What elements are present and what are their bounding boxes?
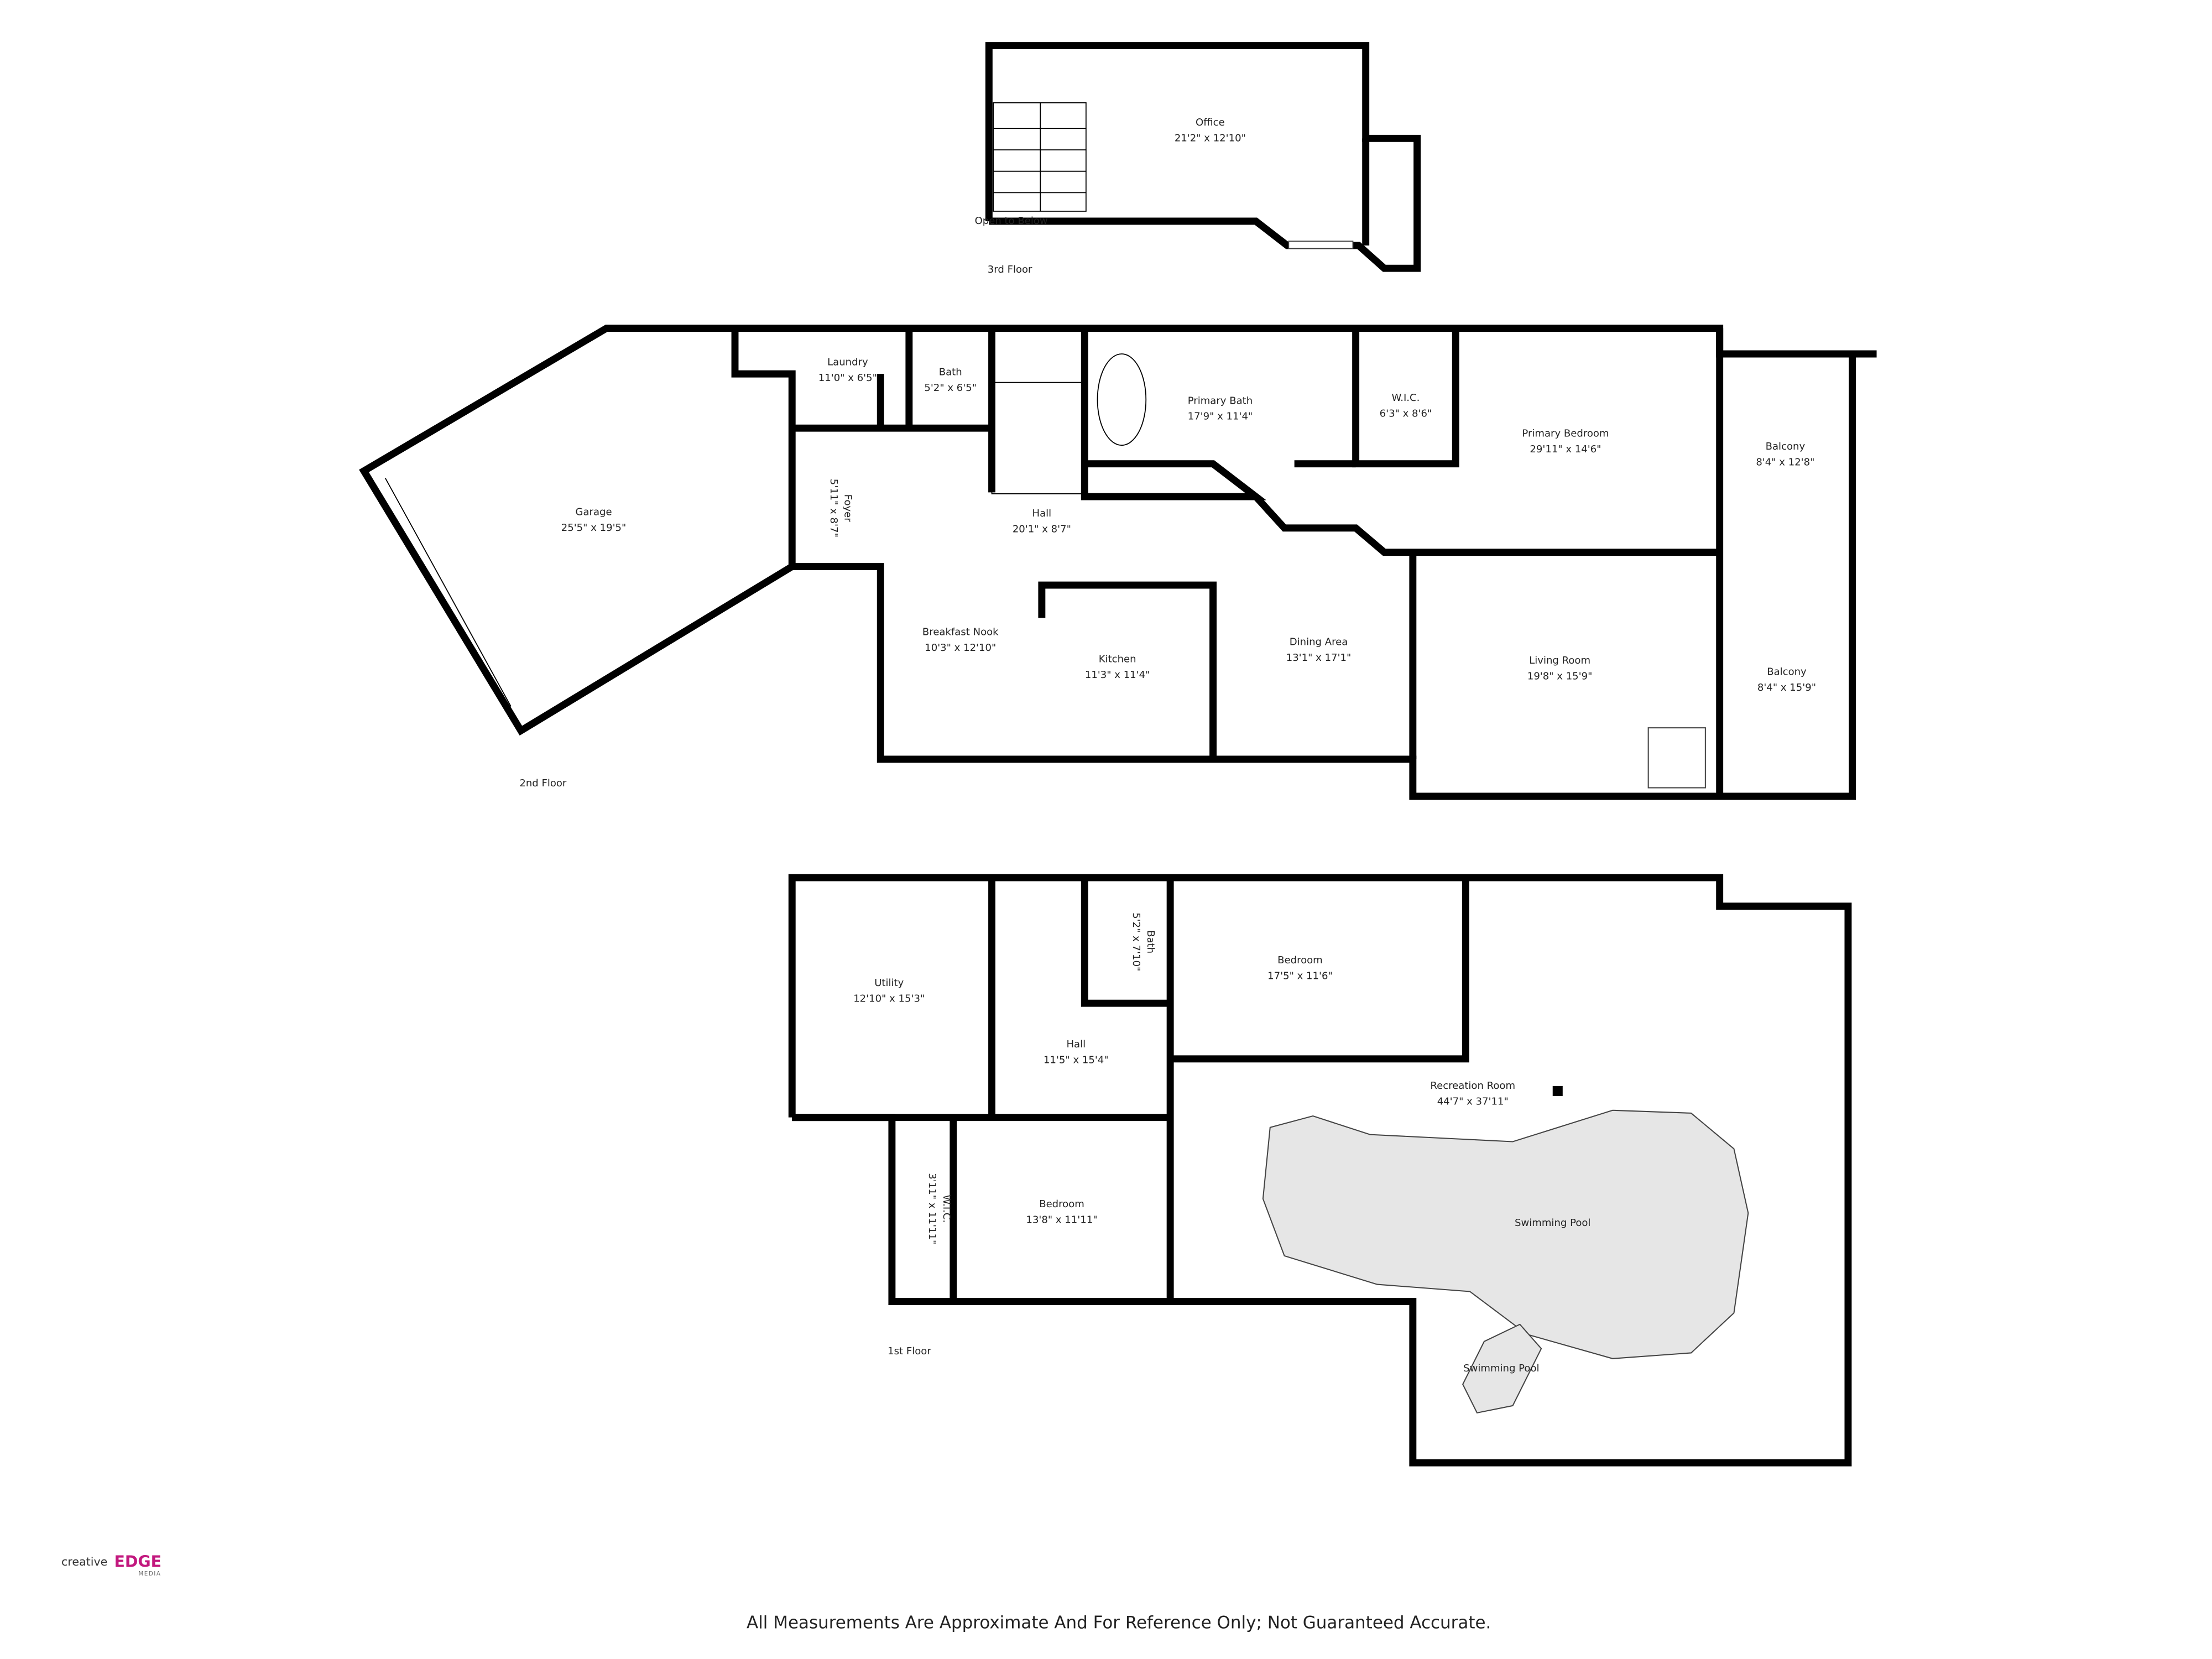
room-dims-living-room: 19'8" x 15'9" [1527,670,1593,682]
room-name-living-room: Living Room [1529,655,1590,666]
room-name-swimming-pool-2: Swimming Pool [1463,1363,1539,1374]
creative-edge-logo: creative EDGE MEDIA [61,1553,161,1577]
room-dims-utility: 12'10" x 15'3" [853,993,925,1005]
room-name-office: Office [1196,117,1225,128]
room-dims-balcony-2: 8'4" x 15'9" [1757,682,1816,693]
room-name-balcony-2: Balcony [1767,666,1807,678]
floor-label-1st: 1st Floor [888,1345,931,1357]
logo-word-edge: EDGE [114,1553,161,1571]
room-name-utility: Utility [874,977,904,989]
room-dims-laundry: 11'0" x 6'5" [818,372,877,384]
floor-label-3rd: 3rd Floor [988,264,1032,275]
first-floor: Utility 12'10" x 15'3" Hall 11'5" x 15'4… [788,874,1852,1467]
room-name-bath-2: Bath [939,367,962,378]
room-name-laundry: Laundry [827,357,868,368]
room-name-bedroom-1: Bedroom [1277,954,1323,966]
floor-label-2nd: 2nd Floor [519,778,567,789]
room-dims-wic-1: 3'11" x 11'11" [926,1173,938,1244]
room-dims-balcony-1: 8'4" x 12'8" [1756,456,1814,468]
room-name-kitchen: Kitchen [1099,653,1136,665]
room-name-hall-2: Hall [1032,508,1052,519]
open-to-below-label: Open to Below [975,215,1048,227]
room-name-bedroom-2: Bedroom [1039,1198,1084,1210]
room-name-breakfast-nook: Breakfast Nook [922,626,999,638]
room-name-swimming-pool: Swimming Pool [1515,1217,1590,1229]
room-dims-bedroom-1: 17'5" x 11'6" [1267,970,1333,982]
disclaimer: All Measurements Are Approximate And For… [747,1613,1491,1633]
room-dims-primary-bedroom: 29'11" x 14'6" [1530,444,1601,455]
room-dims-breakfast-nook: 10'3" x 12'10" [925,642,996,654]
room-name-wic-1: W.I.C. [941,1194,952,1223]
room-dims-recreation-room: 44'7" x 37'11" [1437,1095,1509,1107]
room-dims-hall-2: 20'1" x 8'7" [1013,524,1071,535]
room-dims-wic-2: 6'3" x 8'6" [1380,408,1432,420]
room-name-dining-area: Dining Area [1290,636,1348,648]
room-dims-bath-2: 5'2" x 6'5" [924,382,977,394]
room-name-hall-1: Hall [1066,1039,1086,1050]
room-name-garage: Garage [576,507,612,518]
room-dims-hall-1: 11'5" x 15'4" [1044,1055,1109,1066]
room-name-balcony-1: Balcony [1766,441,1806,452]
room-dims-primary-bath: 17'9" x 11'4" [1188,411,1253,422]
room-dims-bedroom-2: 13'8" x 11'11" [1026,1214,1097,1226]
room-dims-bath-1: 5'2" x 7'10" [1130,912,1142,971]
room-name-wic-2: W.I.C. [1391,392,1420,404]
room-name-foyer: Foyer [842,494,854,523]
room-dims-dining-area: 13'1" x 17'1" [1286,652,1352,664]
room-dims-foyer: 5'11" x 8'7" [828,479,839,538]
room-name-recreation-room: Recreation Room [1430,1080,1515,1092]
room-name-primary-bedroom: Primary Bedroom [1522,428,1609,440]
room-dims-office: 21'2" x 12'10" [1175,132,1246,144]
room-name-primary-bath: Primary Bath [1188,395,1253,406]
room-dims-garage: 25'5" x 19'5" [561,522,627,534]
second-floor: Garage 25'5" x 19'5" Laundry 11'0" x 6'5… [359,325,1877,800]
logo-word-media: MEDIA [138,1571,161,1577]
third-floor: Office 21'2" x 12'10" Open to Below 3rd … [975,42,1421,275]
room-dims-kitchen: 11'3" x 11'4" [1085,669,1150,681]
room-name-bath-1: Bath [1145,930,1156,953]
logo-word-creative: creative [61,1555,107,1568]
